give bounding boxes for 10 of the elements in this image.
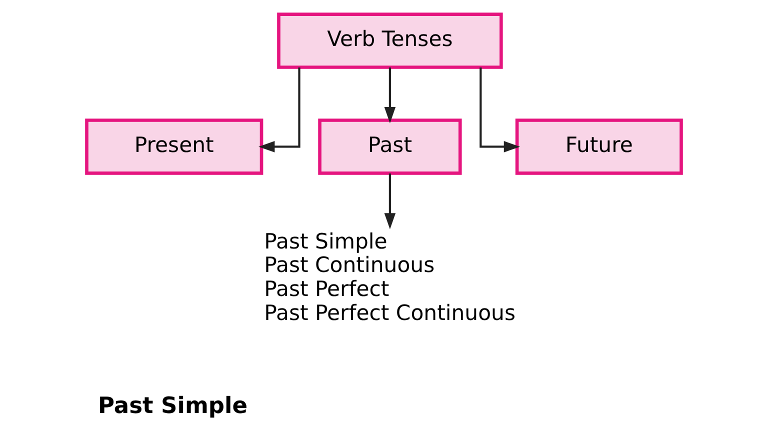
node-box: Past (318, 118, 462, 174)
arrow (384, 173, 396, 229)
node-text: Past Simple Past Continuous Past Perfect Past Perfect Continuous (264, 228, 515, 324)
arrow (479, 67, 520, 152)
node-box: Verb Tenses (276, 12, 502, 68)
arrow (258, 67, 300, 152)
label: Past Simple (98, 392, 247, 418)
node-box: Present (84, 118, 263, 174)
arrow (384, 67, 396, 123)
node-box: Future (514, 118, 682, 174)
